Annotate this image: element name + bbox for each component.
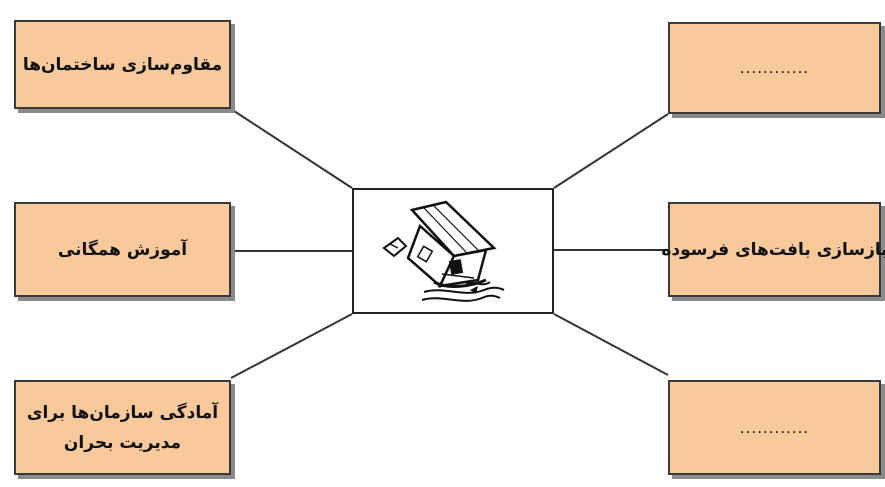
box-blank-top-right-label: ............ bbox=[739, 59, 810, 77]
box-blank-top-right: ............ bbox=[668, 22, 881, 114]
box-strengthening-buildings-label: مقاوم‌سازی ساختمان‌ها bbox=[22, 54, 223, 75]
connector-top-right bbox=[553, 113, 669, 189]
box-blank-bottom-right-label: ............ bbox=[739, 418, 810, 437]
box-rebuilding-worn-fabric-label: بازسازی بافت‌های فرسوده bbox=[661, 239, 885, 260]
box-organization-readiness-line1: آمادگی سازمان‌ها برای bbox=[26, 402, 219, 423]
box-public-education: آموزش همگانی bbox=[14, 202, 231, 297]
box-public-education-label: آموزش همگانی bbox=[57, 239, 188, 260]
connector-bottom-right bbox=[553, 313, 669, 376]
center-picture-box bbox=[352, 188, 554, 314]
box-organization-readiness-text: آمادگی سازمان‌ها برای مدیریت بحران bbox=[27, 398, 218, 458]
box-strengthening-buildings: مقاوم‌سازی ساختمان‌ها bbox=[14, 20, 231, 109]
box-blank-bottom-right: ............ bbox=[668, 380, 881, 475]
box-organization-readiness-line2: مدیریت بحران bbox=[63, 432, 182, 453]
box-organization-readiness: آمادگی سازمان‌ها برای مدیریت بحران bbox=[14, 380, 231, 475]
box-rebuilding-worn-fabric: بازسازی بافت‌های فرسوده bbox=[661, 202, 885, 297]
connector-bottom-left bbox=[230, 313, 353, 379]
connector-top-left bbox=[230, 108, 353, 189]
collapsing-house-flood-icon bbox=[382, 200, 505, 302]
